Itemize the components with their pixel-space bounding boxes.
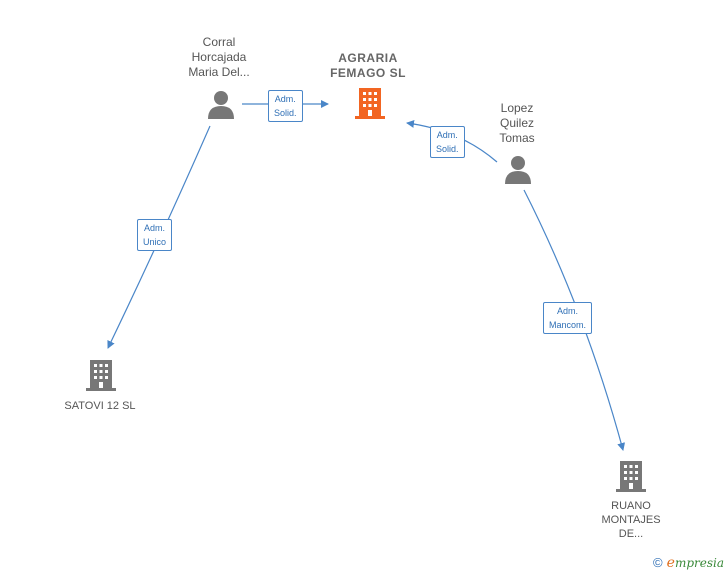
brand-footer: ©empresia [653, 555, 724, 571]
person-icon[interactable] [505, 156, 531, 184]
building-icon[interactable] [616, 461, 646, 492]
edge-label-lopez-ruano: Adm. Mancom. [543, 302, 593, 334]
node-label-lopez[interactable]: Lopez Quilez Tomas [499, 101, 535, 145]
building-icon[interactable] [86, 360, 116, 391]
person-icon[interactable] [208, 91, 234, 119]
edge-label-corral-agraria: Adm. Solid. [268, 90, 303, 122]
node-label-agraria[interactable]: AGRARIA FEMAGO SL [330, 51, 406, 80]
brand-initial: e [666, 555, 675, 571]
node-label-satovi[interactable]: SATOVI 12 SL [64, 400, 136, 412]
edge-label-lopez-agraria: Adm. Solid. [430, 126, 465, 158]
node-label-ruano[interactable]: RUANO MONTAJES DE... [601, 500, 661, 540]
edge-label-corral-satovi: Adm. Unico [137, 219, 173, 251]
building-icon[interactable] [355, 88, 385, 119]
copyright-icon: © [653, 555, 663, 570]
node-label-corral[interactable]: Corral Horcajada Maria Del... [188, 35, 250, 79]
brand-name: mpresia [674, 556, 724, 570]
